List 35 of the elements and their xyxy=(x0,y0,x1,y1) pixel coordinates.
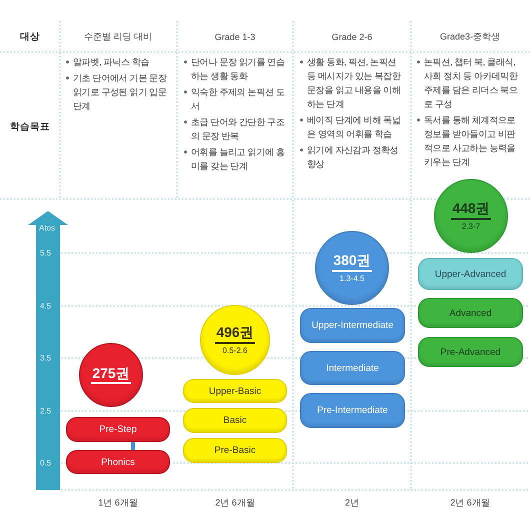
duration-label: 1년 6개월 xyxy=(98,496,138,510)
level-box: Upper-Intermediate xyxy=(300,308,405,343)
range-text: 2.3-7 xyxy=(462,222,480,231)
tick-label: 0.5 xyxy=(40,458,52,468)
level-box: Pre-Basic xyxy=(183,438,287,463)
level-box: Pre-Advanced xyxy=(418,337,523,367)
row-heading: 대상 xyxy=(20,30,40,44)
tick-label: 4.5 xyxy=(40,302,52,310)
tick-label: 5.5 xyxy=(40,248,52,258)
level-box: Upper-Basic xyxy=(183,379,287,403)
duration-label: 2년 6개월 xyxy=(215,496,255,510)
axis-title: Atos xyxy=(39,224,56,232)
column-heading: Grade3-중학생 xyxy=(440,30,500,44)
duration-label: 2년 xyxy=(345,496,359,510)
count-text: 448권 xyxy=(451,201,491,220)
count-text: 380권 xyxy=(332,253,372,272)
column-heading: Grade 2-6 xyxy=(332,32,372,42)
range-text: 0.5-2.6 xyxy=(222,346,248,355)
tick-label: 2.5 xyxy=(40,406,52,416)
range-text: 1.3-4.5 xyxy=(340,274,364,283)
level-box: Upper-Advanced xyxy=(418,258,523,290)
column-heading: 수준별 리딩 대비 xyxy=(84,30,152,44)
connector-line xyxy=(131,442,135,450)
tick-label: 3.5 xyxy=(40,354,52,362)
level-box: Intermediate xyxy=(300,351,405,385)
column-heading: Grade 1-3 xyxy=(214,32,256,42)
row-heading: 학습목표 xyxy=(10,120,50,134)
level-box: Basic xyxy=(183,408,287,433)
level-box: Phonics xyxy=(66,450,170,474)
duration-label: 2년 6개월 xyxy=(450,496,490,510)
level-box: Pre-Step xyxy=(66,417,170,442)
count-text: 496권 xyxy=(215,325,255,344)
level-box: Advanced xyxy=(418,298,523,328)
count-text: 275권 xyxy=(91,366,131,384)
level-box: Pre-Intermediate xyxy=(300,393,405,428)
